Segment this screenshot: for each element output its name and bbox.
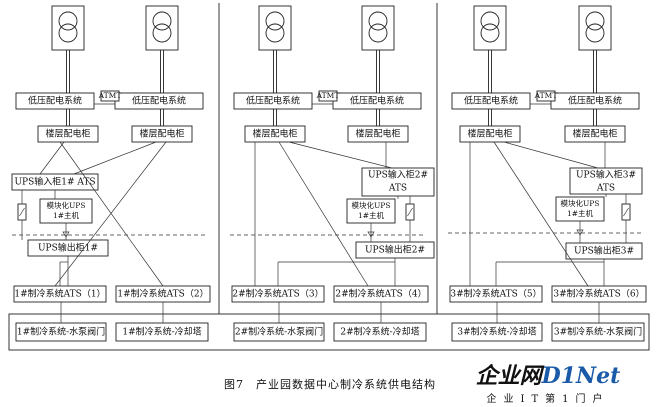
ups-output-label: UPS输出柜3# [574,245,634,257]
floor-cabinet-label: 楼层配电柜 [572,128,617,140]
low-voltage-box [451,92,531,110]
cross-feed-line [288,141,393,169]
floor-cabinet-box [459,125,521,143]
ups-input-box [569,167,643,195]
atmt-label: ATMT [316,91,340,100]
floor-cabinet-box [347,125,409,143]
load-label: 1#制冷系统-冷却塔 [122,326,201,338]
load-box [333,322,427,342]
transformer-icon [361,5,395,51]
atmt-box [536,90,556,102]
panel-3: 低压配电系统 低压配电系统 ATMT 楼层配电柜 楼层配电柜 UPS输入柜3# ATS 模块化… [448,5,647,342]
panel-2: 低压配电系统 低压配电系统 ATMT 楼层配电柜 楼层配电柜 UPS输入柜2# ATS 模块化… [230,5,435,342]
modular-ups-host-label: 1#主机 [53,210,80,220]
watermark-logo: 企业网D1Net 企业IT第1门户 [476,363,621,405]
switch-icon [621,203,631,221]
ups-output-label: UPS输出柜1# [38,242,98,254]
low-voltage-label: 低压配电系统 [132,95,186,107]
cross-feed-line [503,141,599,169]
floor-cabinet-label: 楼层配电柜 [355,128,400,140]
modular-ups-label: 模块化UPS [560,198,599,208]
switch-icon [405,203,415,221]
transformer-icon [578,5,612,51]
low-voltage-box [233,92,313,110]
ups-output-label: UPS输出柜2# [365,244,425,256]
svg-text:企业IT第1门户: 企业IT第1门户 [487,392,610,405]
load-label: 2#制冷系统-水泵阀门 [235,326,323,338]
switch-icon [17,203,27,221]
atmt-box [100,90,120,102]
floor-cabinet-box [244,125,306,143]
modular-ups-host-label: 1#主机 [567,208,594,218]
load-label: 3#制冷系统-水泵阀门 [554,326,642,338]
cross-feed-line [73,141,157,175]
atmt-box [318,90,338,102]
modular-ups-host-label: 1#主机 [358,210,385,220]
floor-cabinet-box [37,125,99,143]
load-label: 1#制冷系统-水泵阀门 [17,326,105,338]
panel-1: 低压配电系统 低压配电系统 ATMT 楼层配电柜 楼层配电柜 UPS输入柜1# ATS 模块… [11,5,211,342]
modular-ups-box [39,198,93,224]
low-voltage-label: 低压配电系统 [246,95,300,107]
cross-feed-line [54,141,167,287]
floor-cabinet-label: 楼层配电柜 [467,128,512,140]
transformer-icon [51,5,85,51]
modular-ups-label: 模块化UPS [351,200,390,210]
load-box [115,322,209,342]
ats-label: 2#制冷系统ATS（3） [232,288,323,300]
low-voltage-label: 低压配电系统 [28,95,82,107]
transformer-icon [473,5,507,51]
load-label: 3#制冷系统-冷却塔 [457,326,536,338]
ats-label: 1#制冷系统ATS（1） [14,288,105,300]
cross-feed-line [39,141,65,175]
atmt-label: ATMT [534,91,558,100]
floor-cabinet-label: 楼层配电柜 [139,128,184,140]
modular-ups-label: 模块化UPS [46,200,85,210]
svg-text:企业网D1Net: 企业网D1Net [476,363,621,389]
load-box [551,322,645,342]
ups-input-ats-label: ATS [596,184,615,194]
figure-caption: 图7 产业园数据中心制冷系统供电结构 [224,377,436,391]
transformer-icon [145,5,179,51]
transformer-icon [258,5,292,51]
ups-input-label: UPS输入柜3# [576,169,636,181]
low-voltage-label: 低压配电系统 [350,95,404,107]
load-label: 2#制冷系统-冷却塔 [340,326,419,338]
modular-ups-box [346,198,396,224]
cross-feed-line [493,141,589,287]
low-voltage-label: 低压配电系统 [464,95,518,107]
ups-input-label: UPS输入柜1# ATS [14,176,95,188]
cross-feed-line [278,141,369,287]
low-voltage-label: 低压配电系统 [568,95,622,107]
ups-input-ats-label: ATS [388,184,407,194]
low-voltage-box [15,92,95,110]
cross-feed-line [59,141,164,287]
ats-label: 3#制冷系统ATS（6） [553,288,644,300]
floor-cabinet-label: 楼层配电柜 [252,128,297,140]
atmt-label: ATMT [98,91,122,100]
floor-cabinet-box [564,125,626,143]
floor-cabinet-box [131,125,193,143]
ups-input-label: UPS输入柜2# [368,169,428,181]
ats-label: 3#制冷系统ATS（5） [450,288,541,300]
floor-cabinet-label: 楼层配电柜 [45,128,90,140]
ats-label: 1#制冷系统ATS（2） [117,288,208,300]
ats-label: 2#制冷系统ATS（4） [335,288,426,300]
modular-ups-box [555,196,605,222]
